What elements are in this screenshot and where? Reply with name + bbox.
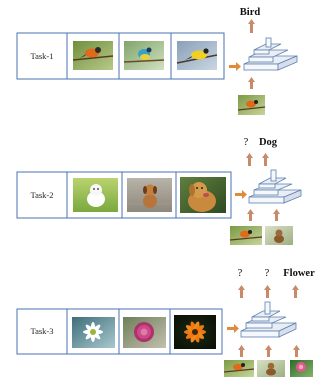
task-2-output-dog: Dog [259,137,278,148]
test-image-dog-2 [265,226,293,245]
task-2-output-unknown: ? [244,137,249,148]
flower-image-1 [72,317,115,348]
test-image-bird-1 [237,95,266,115]
bird-image-3 [176,41,218,70]
input-arrow-3b [265,345,272,357]
feed-arrow-3 [227,324,239,333]
task-1-output-bird: Bird [240,7,261,18]
output-arrow-3a [238,285,245,298]
input-arrow-2b [273,209,280,221]
task-3-output-flower: Flower [283,268,315,279]
input-arrow-1 [248,77,255,89]
test-image-bird-2 [229,226,263,245]
task-3-output-unknown-2: ? [265,268,270,279]
task-1-row: Task-1 [16,32,225,80]
task-1-network: Bird [229,7,298,115]
feed-arrow-1 [229,62,241,71]
output-arrow-2a [246,153,253,166]
task-2-row: Task-2 [16,171,232,219]
task-3-row: Task-3 [16,308,223,355]
output-arrow-2b [262,153,269,166]
flower-image-2 [123,317,166,348]
test-image-bird-3 [223,360,255,377]
feed-arrow-2 [235,190,247,199]
input-arrow-2a [247,209,254,221]
output-arrow-3b [264,285,271,298]
task-3-network: ? ? Flower [223,268,315,377]
output-arrow-3c [292,285,299,298]
dog-image-3 [180,177,226,213]
input-arrow-3a [238,345,245,357]
input-arrow-3c [293,345,300,357]
bird-image-1 [72,41,114,70]
flower-image-3 [174,315,216,349]
test-image-flower-3 [290,360,313,377]
output-arrow-1 [248,19,255,33]
dog-image-1 [73,178,118,212]
task-3-output-unknown-1: ? [238,268,243,279]
task-2-network: ? Dog [229,137,302,245]
test-image-dog-3 [257,360,285,377]
task-1-label: Task-1 [30,51,53,61]
bird-image-2 [123,41,165,70]
task-3-label: Task-3 [30,326,53,336]
dog-image-2 [127,178,172,212]
task-2-label: Task-2 [30,190,53,200]
